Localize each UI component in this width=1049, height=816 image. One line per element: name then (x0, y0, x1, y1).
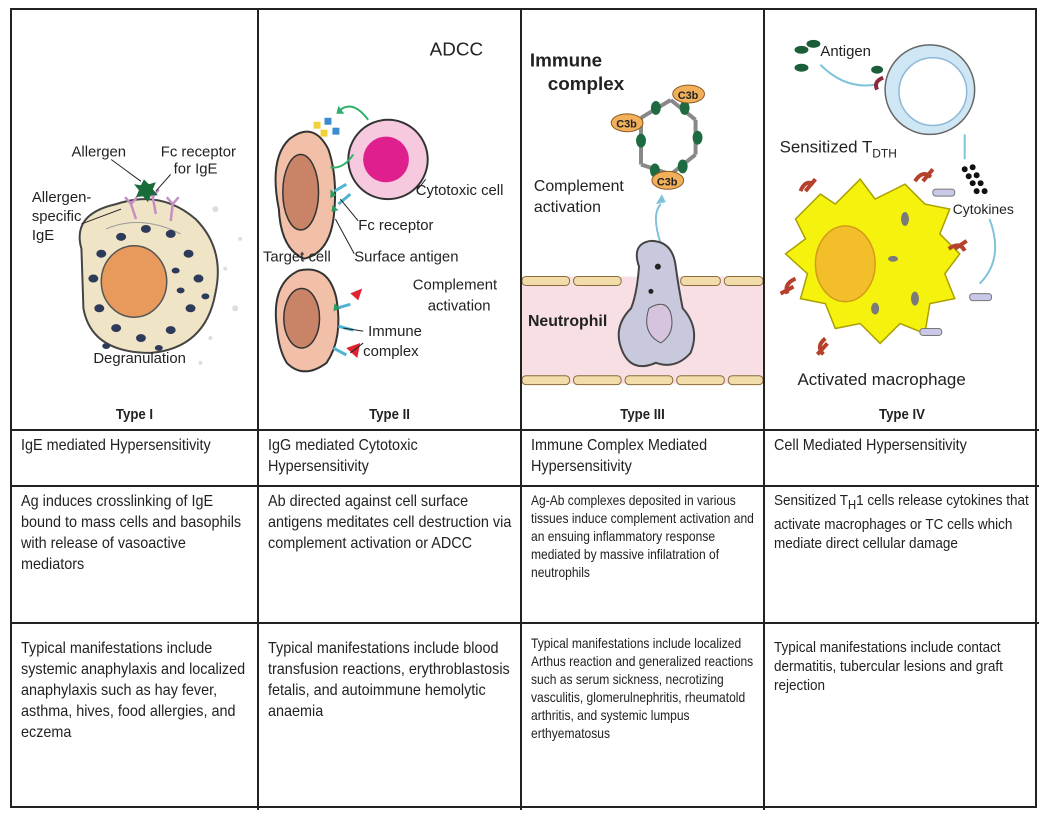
type-i-label: Type I (115, 406, 154, 423)
fc-receptor-label-2: for IgE (174, 161, 218, 177)
neutrophil-label: Neutrophil (528, 313, 607, 330)
c3b-label: C3b (678, 90, 699, 102)
adcc-label: ADCC (430, 38, 483, 59)
type-ii-manifestations-cell: Typical manifestations include blood tra… (259, 624, 522, 810)
fc-receptor-label: Fc receptor (161, 145, 236, 161)
complement-activation-label-2: activation (534, 199, 601, 216)
type-ii-label: Type II (369, 406, 410, 423)
allergen-specific-label-3: IgE (32, 228, 54, 244)
antigen-icons (794, 39, 821, 72)
type-iv-manifestations: Typical manifestations include contact d… (774, 639, 1003, 694)
type-i-manifestations-cell: Typical manifestations include systemic … (12, 624, 259, 810)
type-iii-illustration: Immune complex C3b C3b C3b Complement ac… (522, 10, 765, 431)
surface-antigen-label: Surface antigen (354, 250, 458, 266)
type-i-illustration: Allergen Fc receptor for IgE Allergen- s… (12, 10, 259, 431)
target-cell-label: Target cell (263, 250, 331, 266)
type-ii-name: IgG mediated Cytotoxic Hypersensitivity (268, 437, 418, 475)
activated-macrophage-label: Activated macrophage (797, 370, 965, 389)
complement-label: Complement (413, 277, 498, 293)
cytokines-label: Cytokines (953, 201, 1014, 217)
allergen-specific-label: Allergen- (32, 190, 92, 206)
type-iv-diagram: Antigen Sensitized TDTH Cytokines (780, 39, 1014, 389)
type-iv-description-cell: Sensitized TH1 cells release cytokines t… (765, 487, 1039, 624)
type-iii-label: Type III (620, 406, 665, 423)
type-i-manifestations: Typical manifestations include systemic … (21, 640, 246, 741)
type-ii-illustration: ADCC (259, 10, 522, 431)
type-iv-name: Cell Mediated Hypersensitivity (774, 437, 967, 454)
type-ii-name-cell: IgG mediated Cytotoxic Hypersensitivity (259, 431, 522, 487)
type-iii-diagram: Immune complex C3b C3b C3b Complement ac… (522, 49, 763, 386)
neutrophil-cell (617, 239, 696, 368)
immune-complex-title: Immune (530, 49, 602, 70)
complement-label-2: activation (428, 298, 491, 314)
immune-complex-label-2: complex (363, 344, 419, 360)
allergen-specific-label-2: specific (32, 209, 82, 225)
c3b-label-3: C3b (657, 176, 678, 188)
type-ii-description-cell: Ab directed against cell surface antigen… (259, 487, 522, 624)
type-iv-illustration: Antigen Sensitized TDTH Cytokines (765, 10, 1039, 431)
c3b-label-2: C3b (616, 119, 637, 131)
sensitized-label: Sensitized TDTH (780, 137, 897, 160)
type-ii-description: Ab directed against cell surface antigen… (268, 493, 512, 552)
type-i-diagram: Allergen Fc receptor for IgE Allergen- s… (32, 145, 243, 367)
type-iii-description: Ag-Ab complexes deposited in various tis… (531, 492, 754, 580)
immune-complex-title-2: complex (548, 73, 625, 94)
fc-receptor-label: Fc receptor (358, 218, 433, 234)
immune-complex-label: Immune (368, 324, 422, 340)
type-iv-description: Sensitized TH1 cells release cytokines t… (774, 492, 1029, 552)
type-iv-manifestations-cell: Typical manifestations include contact d… (765, 624, 1039, 810)
mast-cell-nucleus (100, 245, 168, 318)
type-iii-manifestations: Typical manifestations include localized… (531, 635, 754, 741)
cytotoxic-nucleus (363, 136, 409, 183)
cytotoxic-cell-label: Cytotoxic cell (416, 183, 504, 199)
macrophage-nucleus (814, 225, 876, 303)
type-i-name-cell: IgE mediated Hypersensitivity (12, 431, 259, 487)
type-i-description-cell: Ag induces crosslinking of IgE bound to … (12, 487, 259, 624)
type-iii-description-cell: Ag-Ab complexes deposited in various tis… (522, 487, 765, 624)
type-iii-name-cell: Immune Complex Mediated Hypersensitivity (522, 431, 765, 487)
cytokine-dots (961, 164, 988, 195)
allergen-icon (134, 179, 158, 203)
type-iv-label: Type IV (879, 406, 925, 423)
allergen-label: Allergen (72, 145, 127, 161)
type-iv-name-cell: Cell Mediated Hypersensitivity (765, 431, 1039, 487)
complement-activation-label: Complement (534, 178, 624, 195)
type-iii-manifestations-cell: Typical manifestations include localized… (522, 624, 765, 810)
antigen-label: Antigen (820, 43, 871, 60)
t-cell-nucleus (898, 57, 968, 127)
granules (88, 224, 210, 351)
hypersensitivity-table: Allergen Fc receptor for IgE Allergen- s… (10, 8, 1039, 810)
type-i-description: Ag induces crosslinking of IgE bound to … (21, 493, 242, 573)
type-ii-diagram: ADCC (263, 38, 504, 373)
type-i-name: IgE mediated Hypersensitivity (21, 437, 211, 454)
degranulation-label: Degranulation (93, 351, 186, 367)
type-iii-name: Immune Complex Mediated Hypersensitivity (531, 437, 708, 475)
type-ii-manifestations: Typical manifestations include blood tra… (268, 640, 510, 720)
